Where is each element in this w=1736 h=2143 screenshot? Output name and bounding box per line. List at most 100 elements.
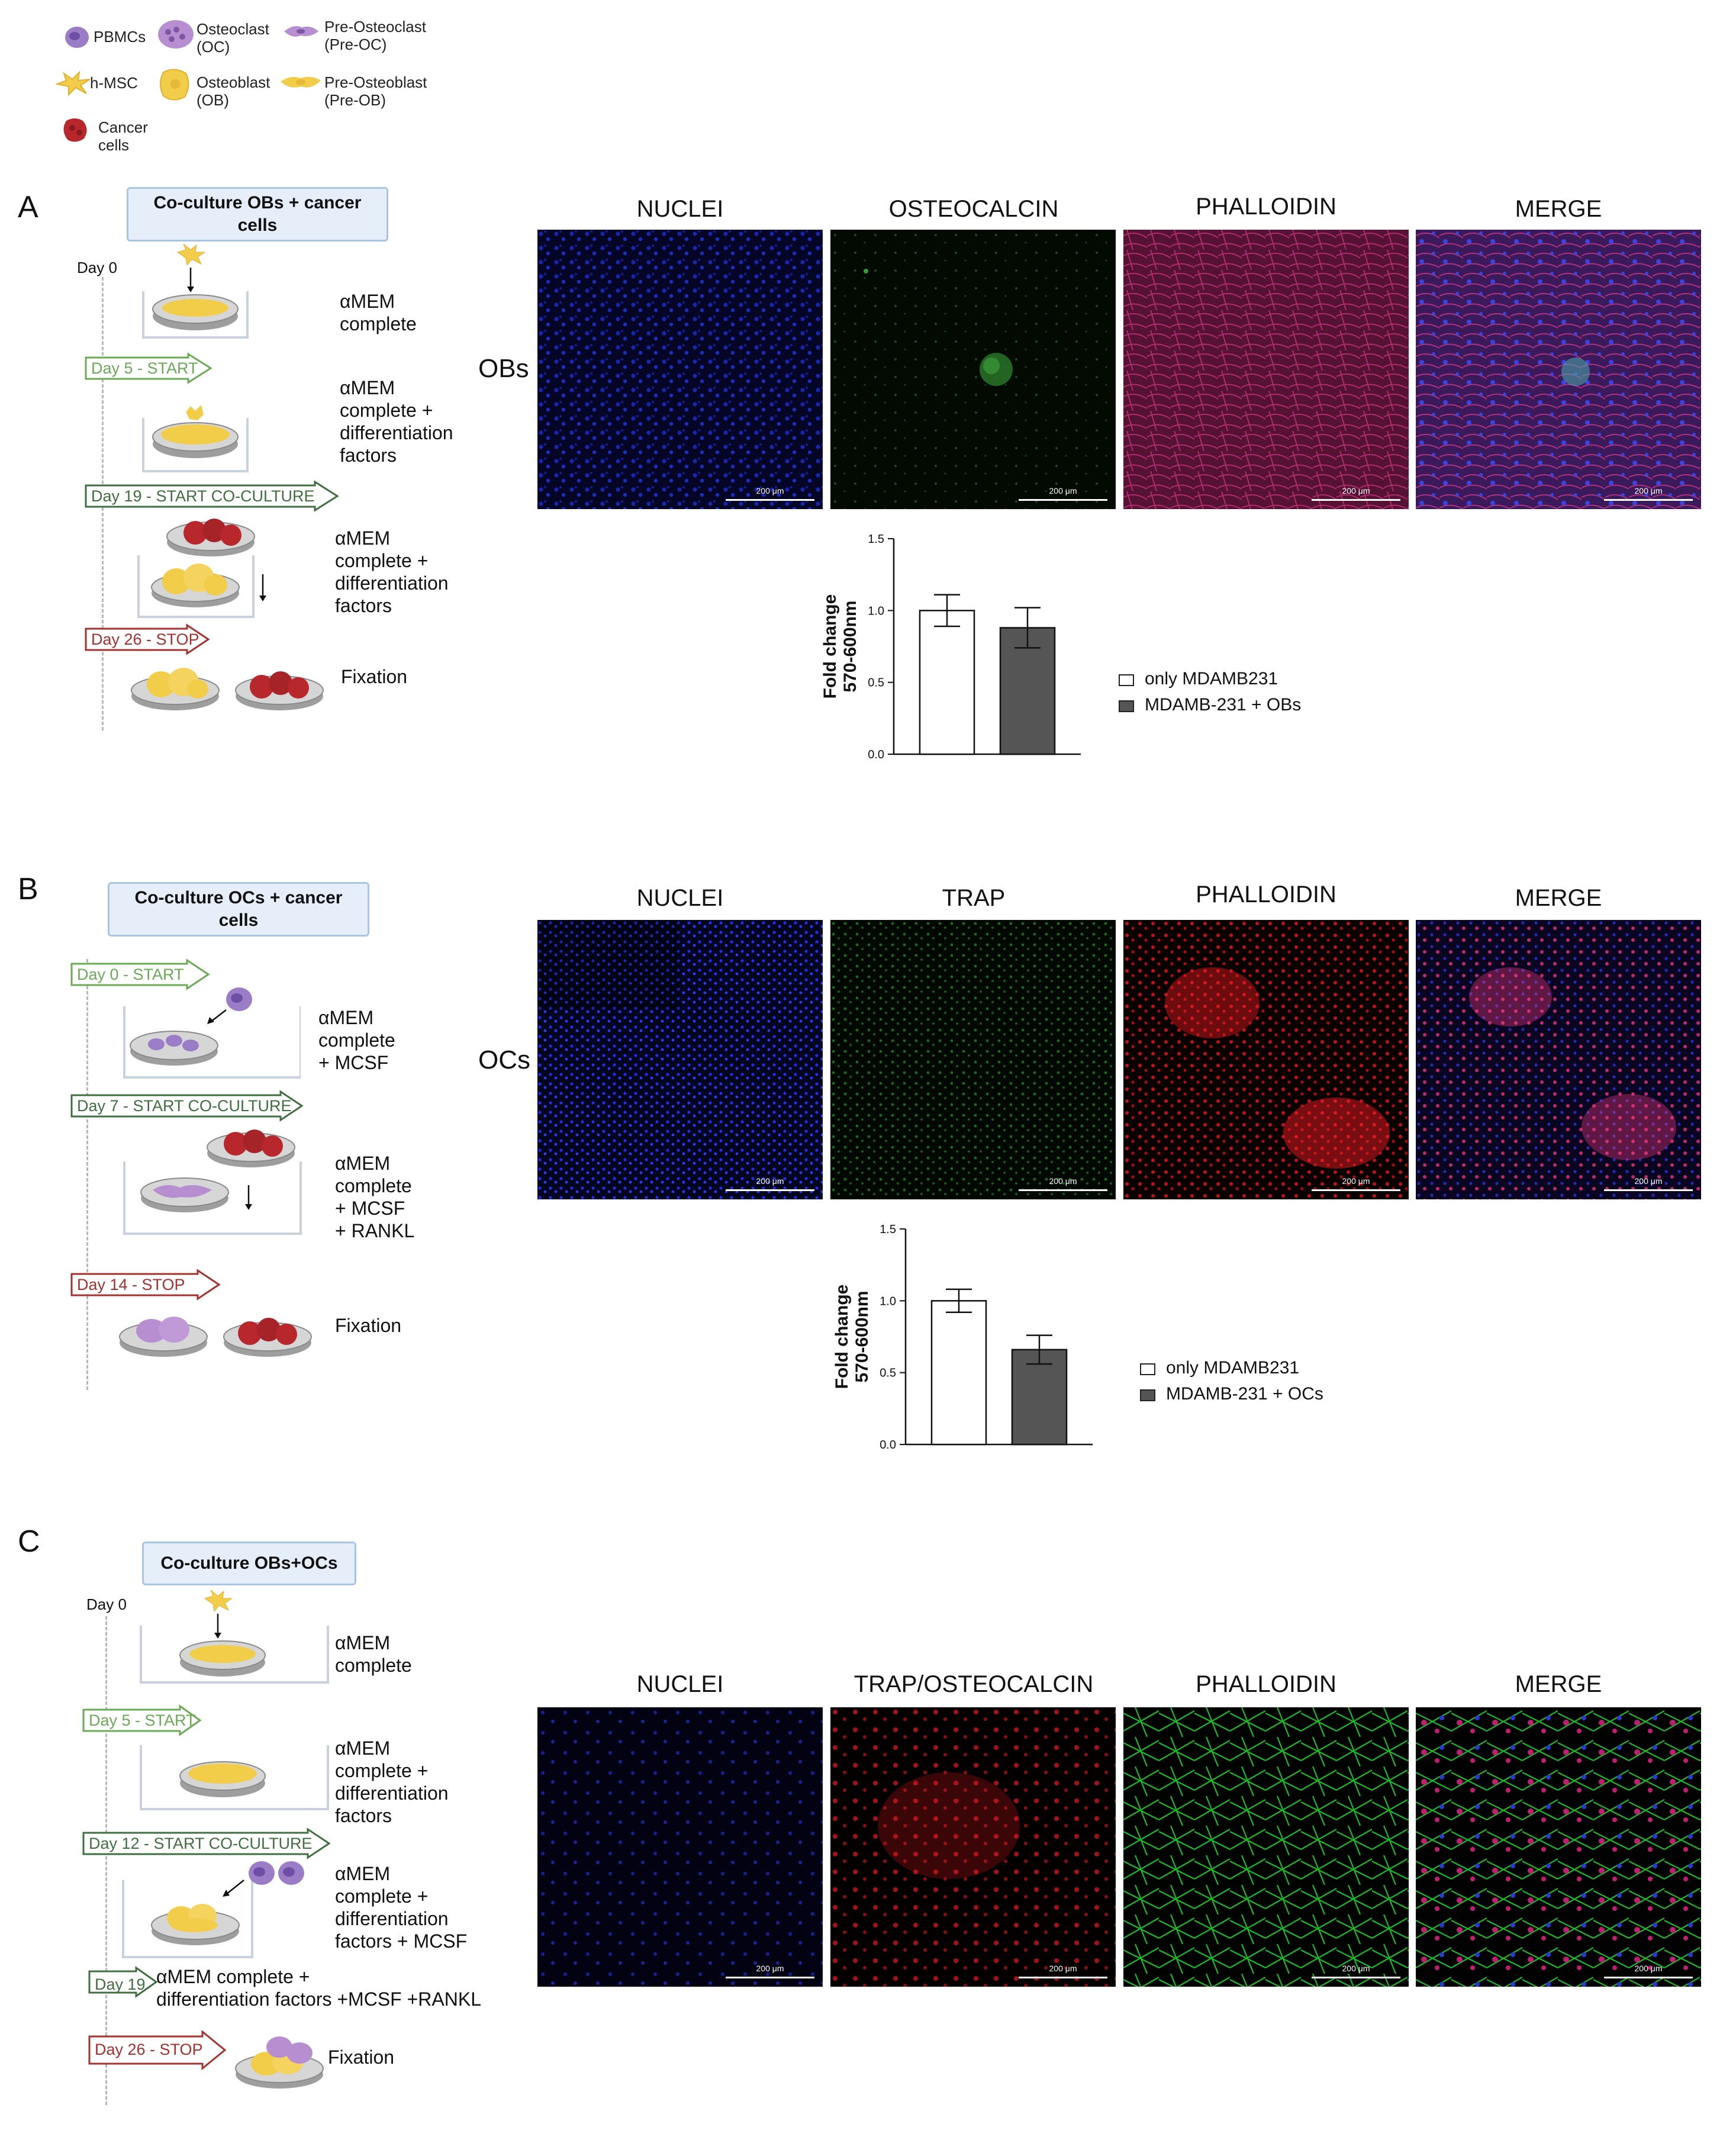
- panel-c-letter: C: [18, 1524, 40, 1559]
- legend-pre-osteoblast: Pre-Osteoblast (Pre-OB): [324, 73, 427, 109]
- c-image-phalloidin: 200 μm: [1123, 1707, 1409, 1987]
- a-step3-medium: Fixation: [341, 666, 408, 687]
- panel-c-title: Co-culture OBs+OCs: [142, 1542, 356, 1585]
- c-col-header-3: MERGE: [1515, 1671, 1602, 1697]
- b-chart-ytick-label-0: 0.0: [880, 1439, 896, 1452]
- a-col-header-0: NUCLEI: [636, 196, 724, 222]
- a-chart-ytick-label-1: 0.5: [868, 677, 884, 690]
- c-step2-arrow: Day 12 - START CO-CULTURE: [82, 1827, 331, 1859]
- c-step1-day: Day 5 - START: [89, 1711, 196, 1729]
- b-image-trap: 200 μm: [830, 920, 1116, 1199]
- a-chart-ylabel-line-0: Fold change: [820, 594, 840, 699]
- b-chart-bar-0: [930, 1300, 987, 1446]
- b-chart-ylabel-line-0: Fold change: [832, 1285, 852, 1389]
- a-step2-medium: αMEM complete + differentiation factors: [335, 527, 449, 616]
- a-col-header-1: OSTEOCALCIN: [888, 196, 1059, 222]
- panel-a-letter: A: [18, 190, 38, 224]
- a-step3-arrow: Day 26 - STOP: [85, 623, 210, 655]
- pre-osteoclast-icon: [284, 26, 318, 37]
- b-image-nuclei: 200 μm: [537, 920, 823, 1199]
- b-step1-medium: αMEM complete + MCSF + RANKL: [335, 1153, 415, 1241]
- b-step1-day: Day 7 - START CO-CULTURE: [77, 1097, 292, 1115]
- a-legend-swatch-0: [1119, 674, 1134, 686]
- a-image-osteocalcin: 200 μm: [830, 230, 1116, 509]
- b-legend-item-1: MDAMB-231 + OCs: [1140, 1384, 1323, 1404]
- c-merge-scalebar: 200 μm: [1604, 1964, 1693, 1980]
- b-step2-day: Day 14 - STOP: [77, 1276, 185, 1293]
- b-image-phalloidin: 200 μm: [1123, 920, 1409, 1199]
- c-step1-medium: αMEM complete + differentiation factors: [335, 1737, 449, 1826]
- b-chart-ytick-label-2: 1.0: [880, 1295, 896, 1308]
- a-step2-arrow: Day 19 - START CO-CULTURE: [85, 480, 339, 512]
- a-col-header-3: MERGE: [1515, 196, 1602, 222]
- c-step4-arrow: Day 26 - STOP: [88, 2029, 227, 2071]
- c-col-header-2: PHALLOIDIN: [1196, 1671, 1336, 1697]
- b-legend-swatch-0: [1140, 1363, 1155, 1375]
- a-nuclei-scalebar: 200 μm: [726, 487, 814, 502]
- c-step4-medium: Fixation: [328, 2047, 395, 2068]
- b-image-merge: 200 μm: [1416, 920, 1701, 1199]
- c-image-merge: 200 μm: [1416, 1707, 1701, 1987]
- legend-osteoblast: Osteoblast (OB): [197, 73, 270, 109]
- a-col-header-2: PHALLOIDIN: [1196, 194, 1336, 220]
- c-image-trap-osteocalcin: 200 μm: [830, 1707, 1116, 1987]
- panel-a-title: Co-culture OBs + cancer cells: [127, 187, 388, 242]
- a-chart-bar-1: [999, 627, 1056, 755]
- cancer-cell-icon: [63, 118, 87, 142]
- a-phalloidin-scalebar: 200 μm: [1312, 487, 1400, 502]
- a-merge-scalebar: 200 μm: [1604, 487, 1693, 502]
- pre-osteoblast-icon: [281, 76, 321, 88]
- a-step2-day: Day 19 - START CO-CULTURE: [91, 487, 315, 505]
- legend-pbmcs: PBMCs: [94, 28, 146, 46]
- a-step3-day: Day 26 - STOP: [91, 630, 199, 648]
- osteoblast-icon: [160, 69, 189, 101]
- b-col-header-0: NUCLEI: [636, 885, 724, 911]
- b-dish-pbmc: [123, 987, 301, 1079]
- a-step1-medium: αMEM complete + differentiation factors: [340, 377, 453, 466]
- c-step0-day: Day 0: [86, 1595, 127, 1613]
- b-step0-arrow: Day 0 - START: [70, 958, 210, 990]
- b-nuclei-scalebar: 200 μm: [726, 1177, 814, 1192]
- b-col-header-3: MERGE: [1515, 885, 1602, 911]
- a-chart-ytick-label-3: 1.5: [868, 533, 884, 546]
- a-step-day0: Day 0: [77, 259, 117, 276]
- hmsc-icon: [56, 71, 91, 96]
- b-step0-day: Day 0 - START: [77, 966, 184, 983]
- c-nuclei-scalebar: 200 μm: [726, 1964, 814, 1980]
- c-step1-arrow: Day 5 - START: [82, 1704, 202, 1736]
- legend-cancer: Cancer cells: [98, 118, 148, 154]
- c-step2-medium: αMEM complete + differentiation factors …: [335, 1863, 468, 1952]
- c-dish-fixation: [235, 2036, 324, 2089]
- a-row-label: OBs: [478, 354, 529, 383]
- c-image-nuclei: 200 μm: [537, 1707, 823, 1987]
- a-legend-swatch-1: [1119, 700, 1134, 712]
- a-legend-item-1: MDAMB-231 + OBs: [1119, 695, 1301, 715]
- legend-osteoclast: Osteoclast (OC): [197, 20, 269, 56]
- panel-b-title: Co-culture OCs + cancer cells: [108, 882, 369, 937]
- b-chart-ytick-label-3: 1.5: [880, 1223, 896, 1236]
- c-step4-day: Day 26 - STOP: [95, 2041, 203, 2058]
- c-step0-medium: αMEM complete: [335, 1632, 412, 1676]
- a-image-phalloidin: 200 μm: [1123, 230, 1409, 509]
- a-chart-bar-0: [919, 610, 975, 755]
- osteoclast-icon: [158, 20, 194, 49]
- panel-b-letter: B: [18, 872, 38, 906]
- a-step0-medium: αMEM complete: [340, 291, 417, 334]
- b-row-label: OCs: [478, 1045, 530, 1074]
- timeline-c: [105, 1616, 107, 2105]
- b-step2-arrow: Day 14 - STOP: [70, 1269, 221, 1301]
- a-chart-ytick-label-0: 0.0: [868, 748, 884, 761]
- legend-hmsc: h-MSC: [90, 74, 138, 92]
- b-dish-coculture: [123, 1130, 302, 1235]
- a-step1-day: Day 5 - START: [91, 359, 198, 377]
- b-step1-arrow: Day 7 - START CO-CULTURE: [70, 1090, 304, 1122]
- timeline-b: [86, 959, 88, 1390]
- a-chart-ylabel-line-1: 570-600nm: [840, 600, 860, 692]
- a-dish-hmsc: [142, 244, 249, 339]
- legend-pre-osteoclast: Pre-Osteoclast (Pre-OC): [324, 18, 426, 53]
- a-image-merge: 200 μm: [1416, 230, 1701, 509]
- pbmc-icon: [65, 27, 89, 48]
- b-trap-scalebar: 200 μm: [1019, 1177, 1107, 1192]
- b-chart-bar-1: [1011, 1349, 1068, 1446]
